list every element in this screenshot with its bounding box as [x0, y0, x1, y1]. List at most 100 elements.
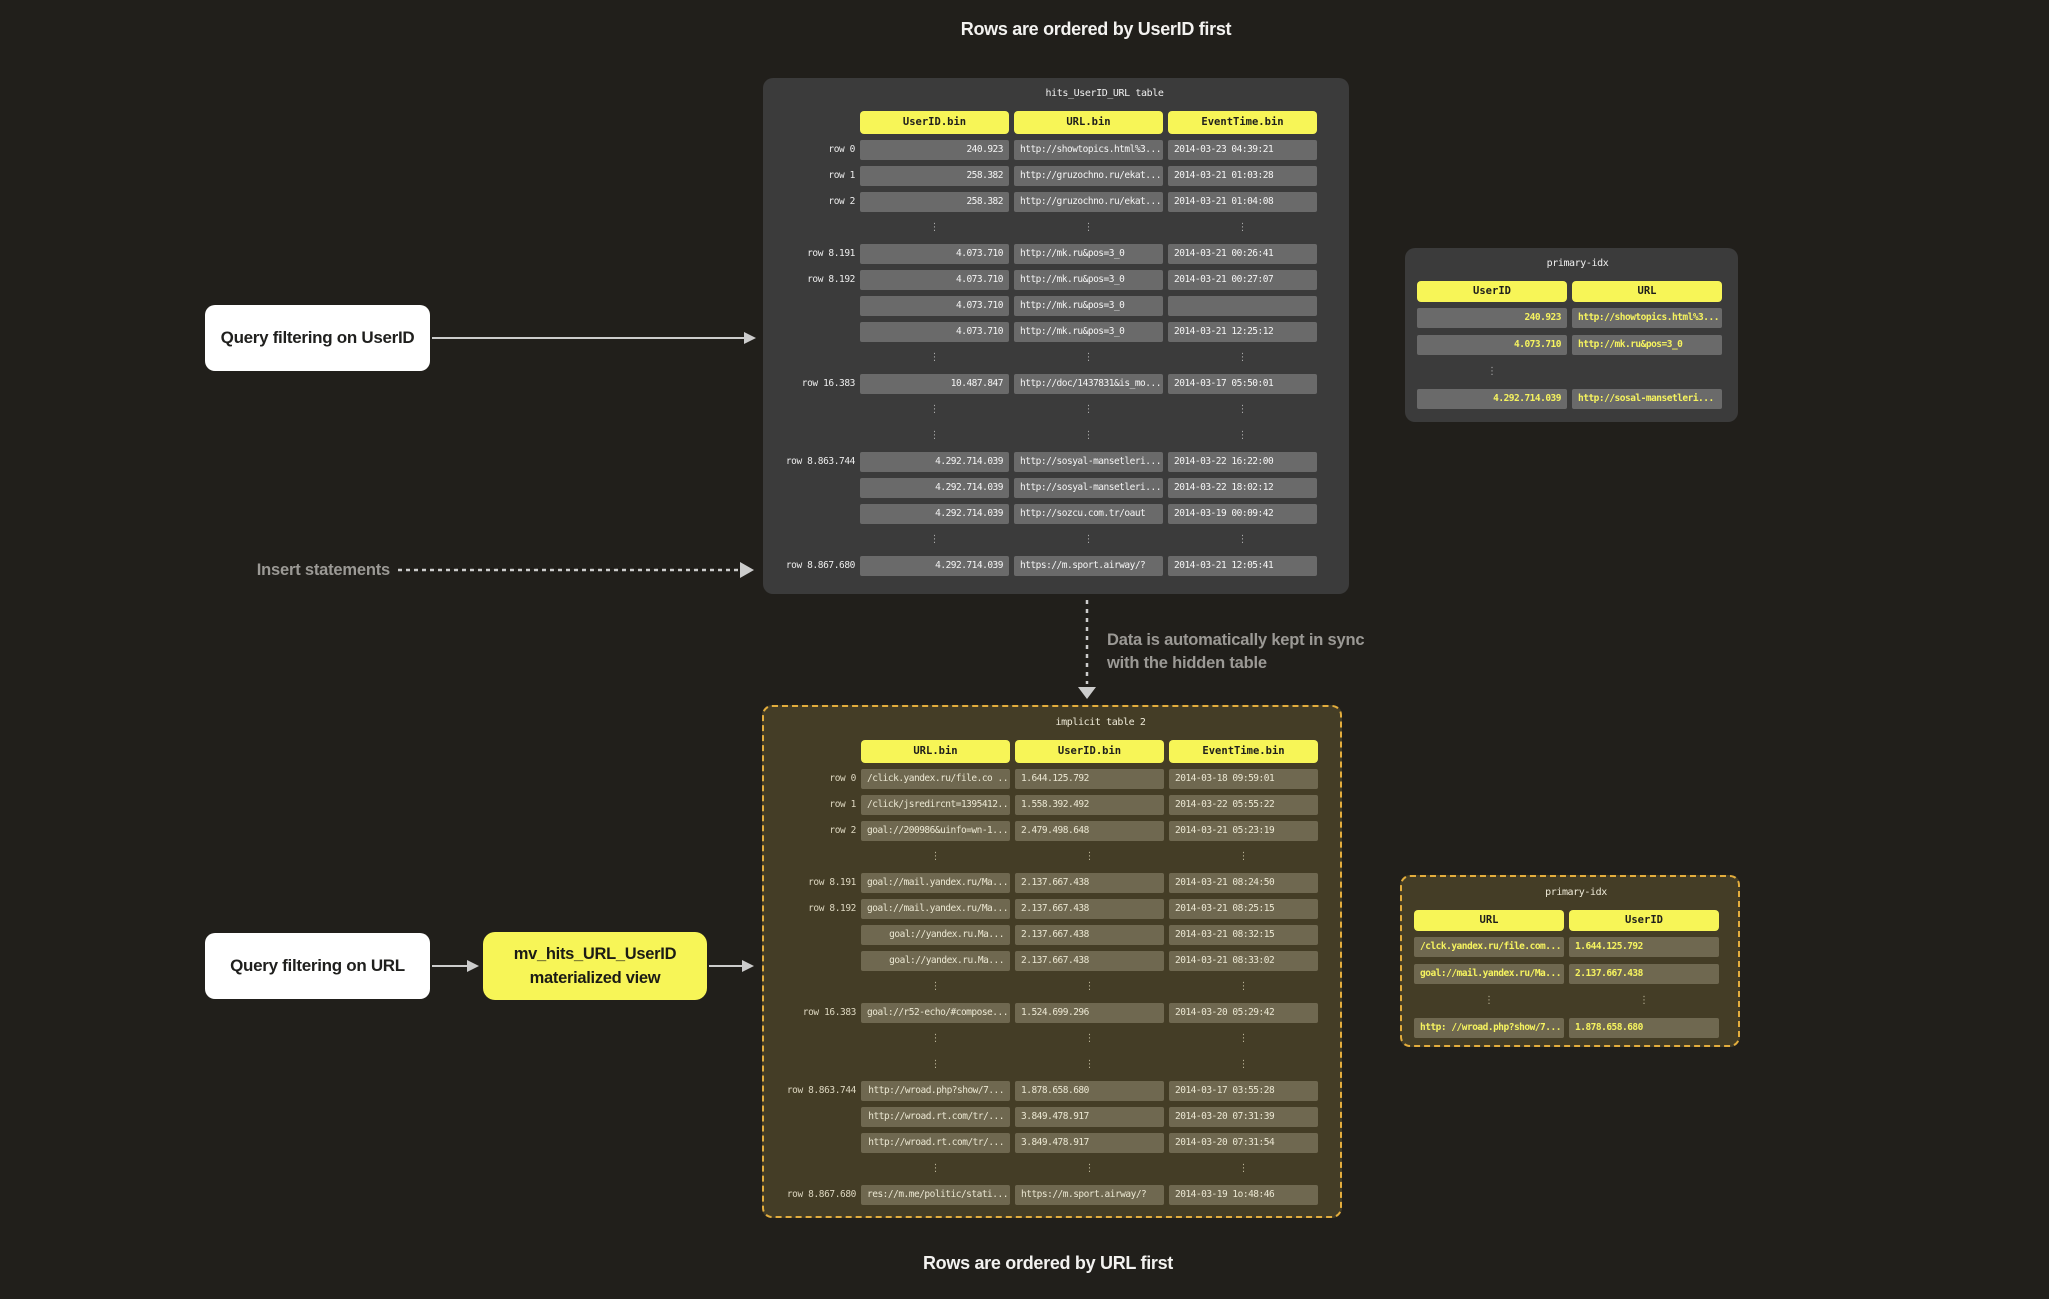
row-label: row 2 [829, 825, 856, 836]
sync-label: Data is automatically kept in sync with … [1107, 629, 1364, 675]
table-title: primary-idx [1546, 258, 1609, 269]
dots-row: ⋮⋮⋮ [763, 400, 1349, 420]
table-title: primary-idx [1545, 887, 1607, 898]
dots-cell: ⋮ [929, 352, 940, 363]
row-label: row 0 [828, 144, 855, 155]
cell: http://gruzochno.ru/ekat... [1014, 192, 1163, 212]
column-header: URL [1572, 281, 1722, 302]
dots-row: ⋮ ⋮ ⋮ [763, 426, 1349, 446]
dots-cell: ⋮ [1238, 981, 1249, 992]
cell: 1.558.392.492 [1015, 795, 1164, 815]
sync-arrowhead-icon [1078, 687, 1096, 699]
cell: http://sosal-mansetleri... [1572, 389, 1722, 409]
row-label: row 0 [829, 773, 856, 784]
row-label: row 16.383 [802, 1007, 857, 1018]
cell: http://gruzochno.ru/ekat... [1014, 166, 1163, 186]
cell: goal://r52-echo/#compose... [861, 1003, 1010, 1023]
bottom-title: Rows are ordered by URL first [922, 1253, 1174, 1273]
dots-cell: ⋮ [929, 430, 940, 441]
cell: 1.878.658.680 [1569, 1018, 1719, 1038]
dots-cell: ⋮ [1237, 534, 1248, 545]
cell: 4.292.714.039 [860, 478, 1009, 498]
cell: 2014-03-21 01:04:08 [1168, 192, 1317, 212]
query-filtering-userid-box: Query filtering on UserID [205, 305, 430, 371]
cell: http://wroad.php?show/7... [861, 1081, 1010, 1101]
cell: 2014-03-21 08:32:15 [1169, 925, 1318, 945]
row-label: row 1 [828, 170, 855, 181]
dots-cell: ⋮ [1084, 1033, 1095, 1044]
cell: 2014-03-21 08:24:50 [1169, 873, 1318, 893]
top-title: Rows are ordered by UserID first [960, 19, 1232, 39]
cell: 2.479.498.648 [1015, 821, 1164, 841]
cell: 2014-03-20 05:29:42 [1169, 1003, 1318, 1023]
insert-statements-arrowhead-icon [740, 562, 754, 578]
row-label: row 8.192 [807, 274, 855, 285]
row-label: row 8.867.680 [786, 1189, 857, 1200]
cell: 240.923 [1417, 308, 1567, 328]
dots-cell: ⋮ [930, 851, 941, 862]
cell: 4.292.714.039 [860, 556, 1009, 576]
cell: 4.292.714.039 [860, 452, 1009, 472]
dots-row: ⋮ [1405, 362, 1738, 382]
cell: 3.849.478.917 [1015, 1107, 1164, 1127]
row-label: row 8.867.680 [785, 560, 856, 571]
dots-row: ⋮⋮ [1402, 991, 1738, 1011]
cell: 2.137.667.438 [1015, 899, 1164, 919]
cell: 258.382 [860, 166, 1009, 186]
dots-row: ⋮⋮⋮ [763, 218, 1349, 238]
row-label: row 8.191 [807, 248, 855, 259]
cell: 2014-03-17 05:50:01 [1168, 374, 1317, 394]
cell: 2014-03-23 04:39:21 [1168, 140, 1317, 160]
cell: http://mk.ru&pos=3_0 [1014, 244, 1163, 264]
cell: http://sosyal-mansetleri... [1014, 478, 1163, 498]
cell: /click.yandex.ru/file.co ... [861, 769, 1010, 789]
column-header: UserID.bin [1015, 740, 1164, 763]
cell: 2014-03-21 01:03:28 [1168, 166, 1317, 186]
dots-cell: ⋮ [929, 534, 940, 545]
cell: http://showtopics.html%3... [1572, 308, 1722, 328]
table-row: row 0/click.yandex.ru/file.co ...1.644.1… [764, 769, 1340, 789]
cell: 2014-03-19 1o:48:46 [1169, 1185, 1318, 1205]
dots-cell: ⋮ [1484, 995, 1494, 1006]
cell: 2014-03-21 00:27:07 [1168, 270, 1317, 290]
dots-cell: ⋮ [929, 222, 940, 233]
dots-cell: ⋮ [1238, 851, 1249, 862]
cell: 2014-03-17 03:55:28 [1169, 1081, 1318, 1101]
dots-row: ⋮⋮⋮ [764, 1029, 1340, 1049]
column-header: EventTime.bin [1169, 740, 1318, 763]
cell: 4.292.714.039 [1417, 389, 1567, 409]
dots-cell: ⋮ [1083, 404, 1094, 415]
row-label: row 8.192 [808, 903, 856, 914]
cell: 1.644.125.792 [1015, 769, 1164, 789]
cell: 4.292.714.039 [860, 504, 1009, 524]
cell: res://m.me/politic/stati... [861, 1185, 1010, 1205]
cell: 2014-03-21 05:23:19 [1169, 821, 1318, 841]
cell: http://sozcu.com.tr/oaut [1014, 504, 1163, 524]
cell: https://m.sport.airway/? [1014, 556, 1163, 576]
dots-cell: ⋮ [1084, 1059, 1095, 1070]
dots-cell: ⋮ [1487, 366, 1497, 377]
dots-cell: ⋮ [1083, 430, 1094, 441]
cell: goal://yandex.ru.Ma... [861, 951, 1010, 971]
cell [1168, 296, 1317, 316]
cell: 4.073.710 [860, 244, 1009, 264]
cell: http: //wroad.php?show/7... [1414, 1018, 1564, 1038]
insert-statements-label: Insert statements [256, 561, 390, 579]
dots-row: ⋮⋮⋮ [763, 530, 1349, 550]
dots-cell: ⋮ [1237, 430, 1248, 441]
cell: 4.073.710 [1417, 335, 1567, 355]
cell: 4.073.710 [860, 296, 1009, 316]
dots-cell: ⋮ [1237, 222, 1248, 233]
cell: 2014-03-22 05:55:22 [1169, 795, 1318, 815]
